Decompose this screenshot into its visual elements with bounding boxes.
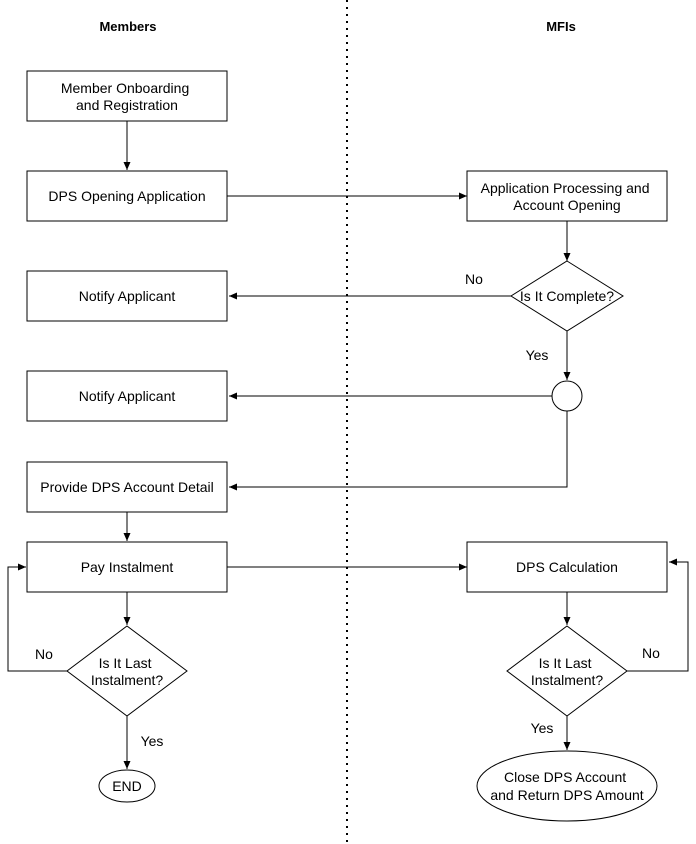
edge-labels: No Yes No Yes No Yes [35,271,660,749]
lane-title-mfis: MFIs [546,19,576,34]
label-dps-application: DPS Opening Application [48,188,205,204]
label-pay-instalment: Pay Instalment [81,559,174,575]
lane-title-members: Members [99,19,156,34]
label-pay-instalment-line-1: Pay Instalment [81,559,174,575]
label-notify-applicant-1-line-1: Notify Applicant [79,288,176,304]
label-member-last-instalment: Is It Last Instalment? [91,655,164,688]
node-provide-detail [26,461,228,513]
edge-label-complete-yes: Yes [526,347,549,363]
label-processing-line-2: Account Opening [513,197,620,213]
label-is-complete-line-1: Is It Complete? [520,288,614,304]
node-dps-application [26,170,228,222]
edge-label-member-last-no: No [35,646,53,662]
edge-member-decision-no-loop [7,563,67,672]
node-member-last-instalment-decision [66,625,188,717]
node-is-complete-decision [510,260,624,332]
node-end [98,769,156,803]
label-close-account-line-2: and Return DPS Amount [490,787,643,803]
label-dps-application-line-1: DPS Opening Application [48,188,205,204]
label-dps-calculation: DPS Calculation [516,559,618,575]
label-notify-applicant-1: Notify Applicant [79,288,176,304]
label-onboarding-line-1: Member Onboarding [61,80,189,96]
label-notify-applicant-2: Notify Applicant [79,388,176,404]
label-end-line-1: END [112,778,142,794]
label-is-complete: Is It Complete? [520,288,614,304]
label-notify-applicant-2-line-1: Notify Applicant [79,388,176,404]
edges [7,121,689,769]
node-labels: Member Onboarding and Registration DPS O… [40,80,654,803]
label-provide-detail-line-1: Provide DPS Account Detail [40,479,214,495]
label-processing: Application Processing and Account Openi… [481,180,654,213]
node-notify-applicant-1 [26,270,228,322]
edge-label-member-last-yes: Yes [141,733,164,749]
label-onboarding: Member Onboarding and Registration [61,80,193,113]
node-notify-applicant-2 [26,370,228,422]
node-junction [551,380,583,412]
label-provide-detail: Provide DPS Account Detail [40,479,214,495]
label-mfi-last-instalment-line-1: Is It Last [539,655,592,671]
label-member-last-instalment-line-1: Is It Last [99,655,152,671]
edge-label-mfi-last-no: No [642,645,660,661]
nodes [26,70,668,822]
label-close-account-line-1: Close DPS Account [504,769,626,785]
node-close-account [476,750,658,822]
label-onboarding-line-2: and Registration [76,97,178,113]
node-processing [466,170,668,222]
label-end: END [112,778,142,794]
edge-label-mfi-last-yes: Yes [531,720,554,736]
label-close-account: Close DPS Account and Return DPS Amount [490,769,643,803]
label-member-last-instalment-line-2: Instalment? [91,672,164,688]
label-mfi-last-instalment-line-2: Instalment? [531,672,604,688]
label-processing-line-1: Application Processing and [481,180,650,196]
node-mfi-last-instalment-decision [506,625,628,717]
node-onboarding [26,70,228,122]
node-pay-instalment [26,541,228,593]
label-dps-calculation-line-1: DPS Calculation [516,559,618,575]
node-dps-calculation [466,541,668,593]
label-mfi-last-instalment: Is It Last Instalment? [531,655,604,688]
edge-junction-to-provide-detail [229,411,568,491]
edge-mfi-decision-no-loop [627,558,689,672]
edge-label-complete-no: No [465,271,483,287]
